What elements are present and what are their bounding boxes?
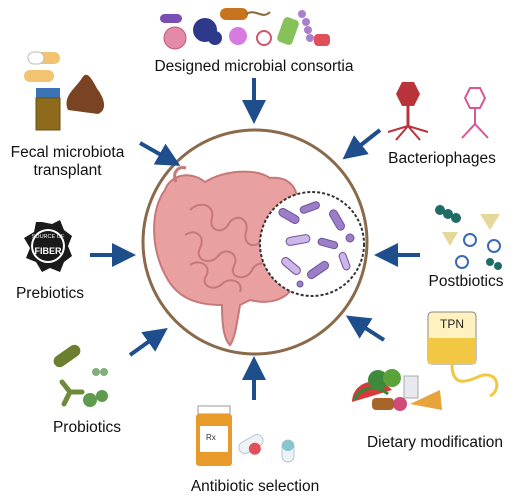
label-dietary-modification: Dietary modification bbox=[366, 434, 504, 451]
fiber-badge-top-text: SOURCE OF bbox=[32, 234, 65, 240]
label-fecal-line2: transplant bbox=[33, 162, 102, 179]
fecal-transplant-icon bbox=[24, 51, 105, 131]
label-fecal-line1: Fecal microbiota bbox=[10, 144, 125, 161]
arrows bbox=[90, 78, 420, 400]
fiber-badge-icon: SOURCE OF FIBER bbox=[24, 220, 72, 272]
label-designed-microbial-consortia: Designed microbial consortia bbox=[154, 58, 354, 75]
postbiotics-icon bbox=[435, 205, 502, 270]
microbe-magnifier bbox=[259, 191, 365, 297]
microbial-consortia-icon bbox=[160, 8, 330, 50]
bacteriophages-icon bbox=[387, 82, 489, 141]
arrow-top-left bbox=[139, 141, 181, 166]
label-bacteriophages: Bacteriophages bbox=[388, 150, 496, 167]
probiotics-icon bbox=[53, 344, 108, 407]
tpn-label: TPN bbox=[440, 317, 464, 331]
rx-label: Rx bbox=[206, 433, 216, 442]
fiber-badge-main-text: FIBER bbox=[35, 246, 63, 256]
label-postbiotics: Postbiotics bbox=[428, 273, 504, 290]
dietary-icon: TPN bbox=[352, 311, 499, 411]
arrow-bottom-right bbox=[345, 315, 386, 342]
label-antibiotic-selection: Antibiotic selection bbox=[190, 478, 320, 495]
label-prebiotics: Prebiotics bbox=[15, 285, 85, 302]
arrow-bottom-left bbox=[128, 328, 168, 357]
arrow-top-right bbox=[342, 128, 382, 160]
antibiotic-bottle-icon: Rx bbox=[196, 405, 295, 466]
label-probiotics: Probiotics bbox=[52, 419, 122, 436]
label-fecal-microbiota-transplant: Fecal microbiota transplant bbox=[0, 144, 135, 180]
